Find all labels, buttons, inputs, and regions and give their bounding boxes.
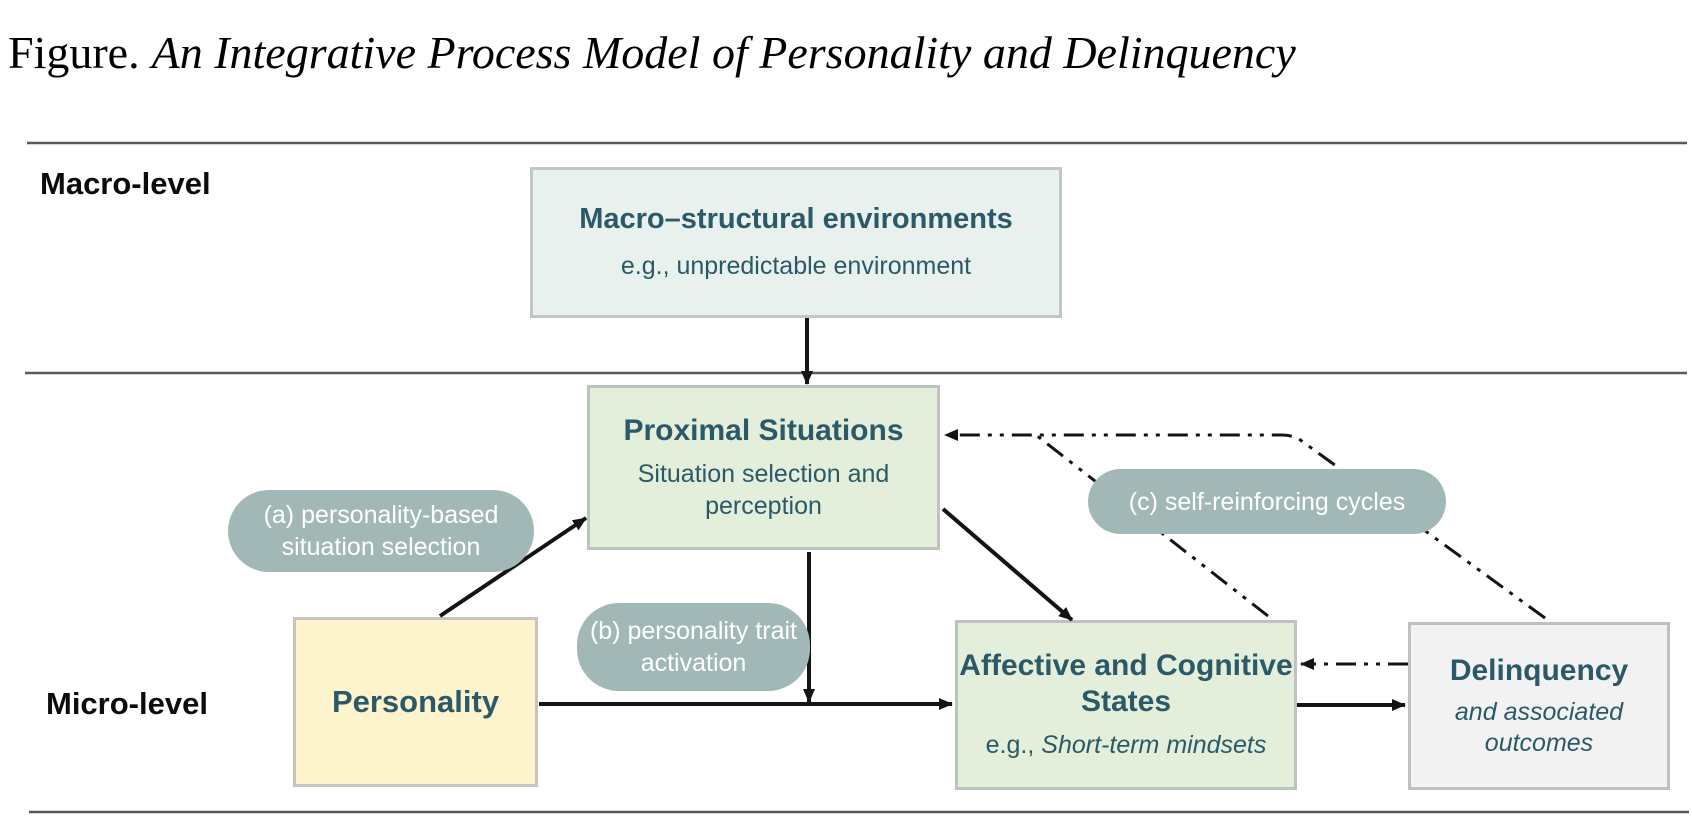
figure-title-italic: An Integrative Process Model of Personal… bbox=[151, 27, 1296, 78]
pill-b-personality-trait-activation: (b) personality trait activation bbox=[577, 603, 810, 691]
proximal-box-subtitle: Situation selection and perception bbox=[637, 460, 890, 520]
macro-structural-environments-box: Macro–structural environments e.g., unpr… bbox=[530, 167, 1062, 318]
affective-box-title: Affective and Cognitive States bbox=[959, 649, 1293, 719]
delinquency-box-subtitle: and associated outcomes bbox=[1454, 697, 1624, 757]
proximal-situations-box: Proximal Situations Situation selection … bbox=[587, 385, 940, 550]
macro-box-subtitle: e.g., unpredictable environment bbox=[620, 252, 972, 281]
arrow-proximal-to-states-diagonal bbox=[941, 507, 1074, 622]
macro-box-title: Macro–structural environments bbox=[579, 203, 1013, 236]
personality-box-title: Personality bbox=[331, 684, 500, 720]
affective-subtitle-prefix: e.g., bbox=[985, 731, 1035, 760]
pill-c-self-reinforcing-cycles: (c) self-reinforcing cycles bbox=[1088, 469, 1446, 534]
macro-level-label: Macro-level bbox=[40, 166, 211, 201]
pill-a-personality-based-situation-selection: (a) personality-based situation selectio… bbox=[228, 490, 534, 572]
delinquency-box-title: Delinquency bbox=[1449, 653, 1629, 687]
affective-box-subtitle: e.g.,Short-term mindsets bbox=[986, 730, 1267, 761]
figure-title: Figure.An Integrative Process Model of P… bbox=[8, 26, 1296, 79]
proximal-box-title: Proximal Situations bbox=[623, 414, 904, 448]
delinquency-box: Delinquency and associated outcomes bbox=[1408, 622, 1670, 790]
micro-level-label: Micro-level bbox=[46, 686, 208, 721]
affective-subtitle-italic: Short-term mindsets bbox=[1041, 731, 1267, 760]
personality-box: Personality bbox=[293, 617, 538, 787]
figure-title-prefix: Figure. bbox=[8, 27, 140, 78]
affective-cognitive-states-box: Affective and Cognitive States e.g.,Shor… bbox=[955, 620, 1297, 790]
